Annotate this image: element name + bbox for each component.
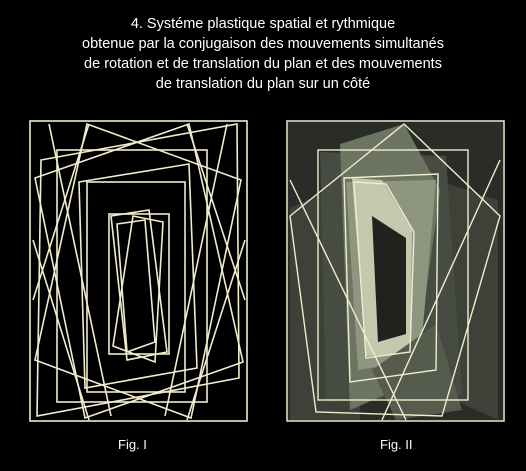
figure-2: [286, 120, 505, 422]
figure-1-drawing: [29, 120, 248, 422]
fig1-diagonal-b: [164, 123, 228, 417]
fig1-diagonal-a: [48, 123, 112, 417]
fig2-second-frame: [317, 149, 469, 401]
fig1-rotated-rect-large: [36, 123, 240, 417]
fig1-cross-shape-a: [34, 122, 242, 420]
fig2-rotated-outline: [289, 123, 501, 417]
fig1-diagonal-f: [186, 123, 246, 301]
fig2-inner-outline: [343, 173, 439, 383]
figure-2-label: Fig. II: [380, 437, 413, 452]
fig1-inner-frame: [86, 181, 186, 393]
caption-line-2: obtenue par la conjugaison des mouvement…: [82, 36, 444, 52]
fig1-second-frame: [56, 149, 208, 403]
fig1-cross-shape-b: [34, 122, 244, 420]
fig1-rotated-rect-middle: [78, 163, 198, 389]
fig2-diagonal-a: [289, 179, 407, 421]
caption-line-1: 4. Systéme plastique spatial et rythmiqu…: [130, 16, 396, 32]
diagram-caption: 4. Systéme plastique spatial et rythmiqu…: [0, 14, 526, 94]
figure-1-label: Fig. I: [118, 437, 147, 452]
fig2-core-outline: [353, 181, 415, 359]
fig2-diagonal-b: [381, 159, 501, 421]
fig1-diagonal-e: [32, 123, 90, 301]
caption-line-3: de rotation et de translation du plan et…: [84, 56, 442, 72]
fig1-core-shape: [116, 219, 156, 354]
fig1-outer-frame: [29, 120, 248, 422]
fig1-inner-tilted-b: [112, 215, 164, 364]
fig1-core-frame: [108, 213, 170, 355]
figure-2-drawing: [286, 120, 505, 422]
fig2-core-slot: [372, 216, 406, 342]
fig2-outer-frame: [286, 120, 505, 422]
fig1-inner-tilted-a: [110, 209, 168, 361]
figure-1: [29, 120, 248, 422]
caption-line-4: de translation du plan sur un côté: [155, 76, 371, 92]
